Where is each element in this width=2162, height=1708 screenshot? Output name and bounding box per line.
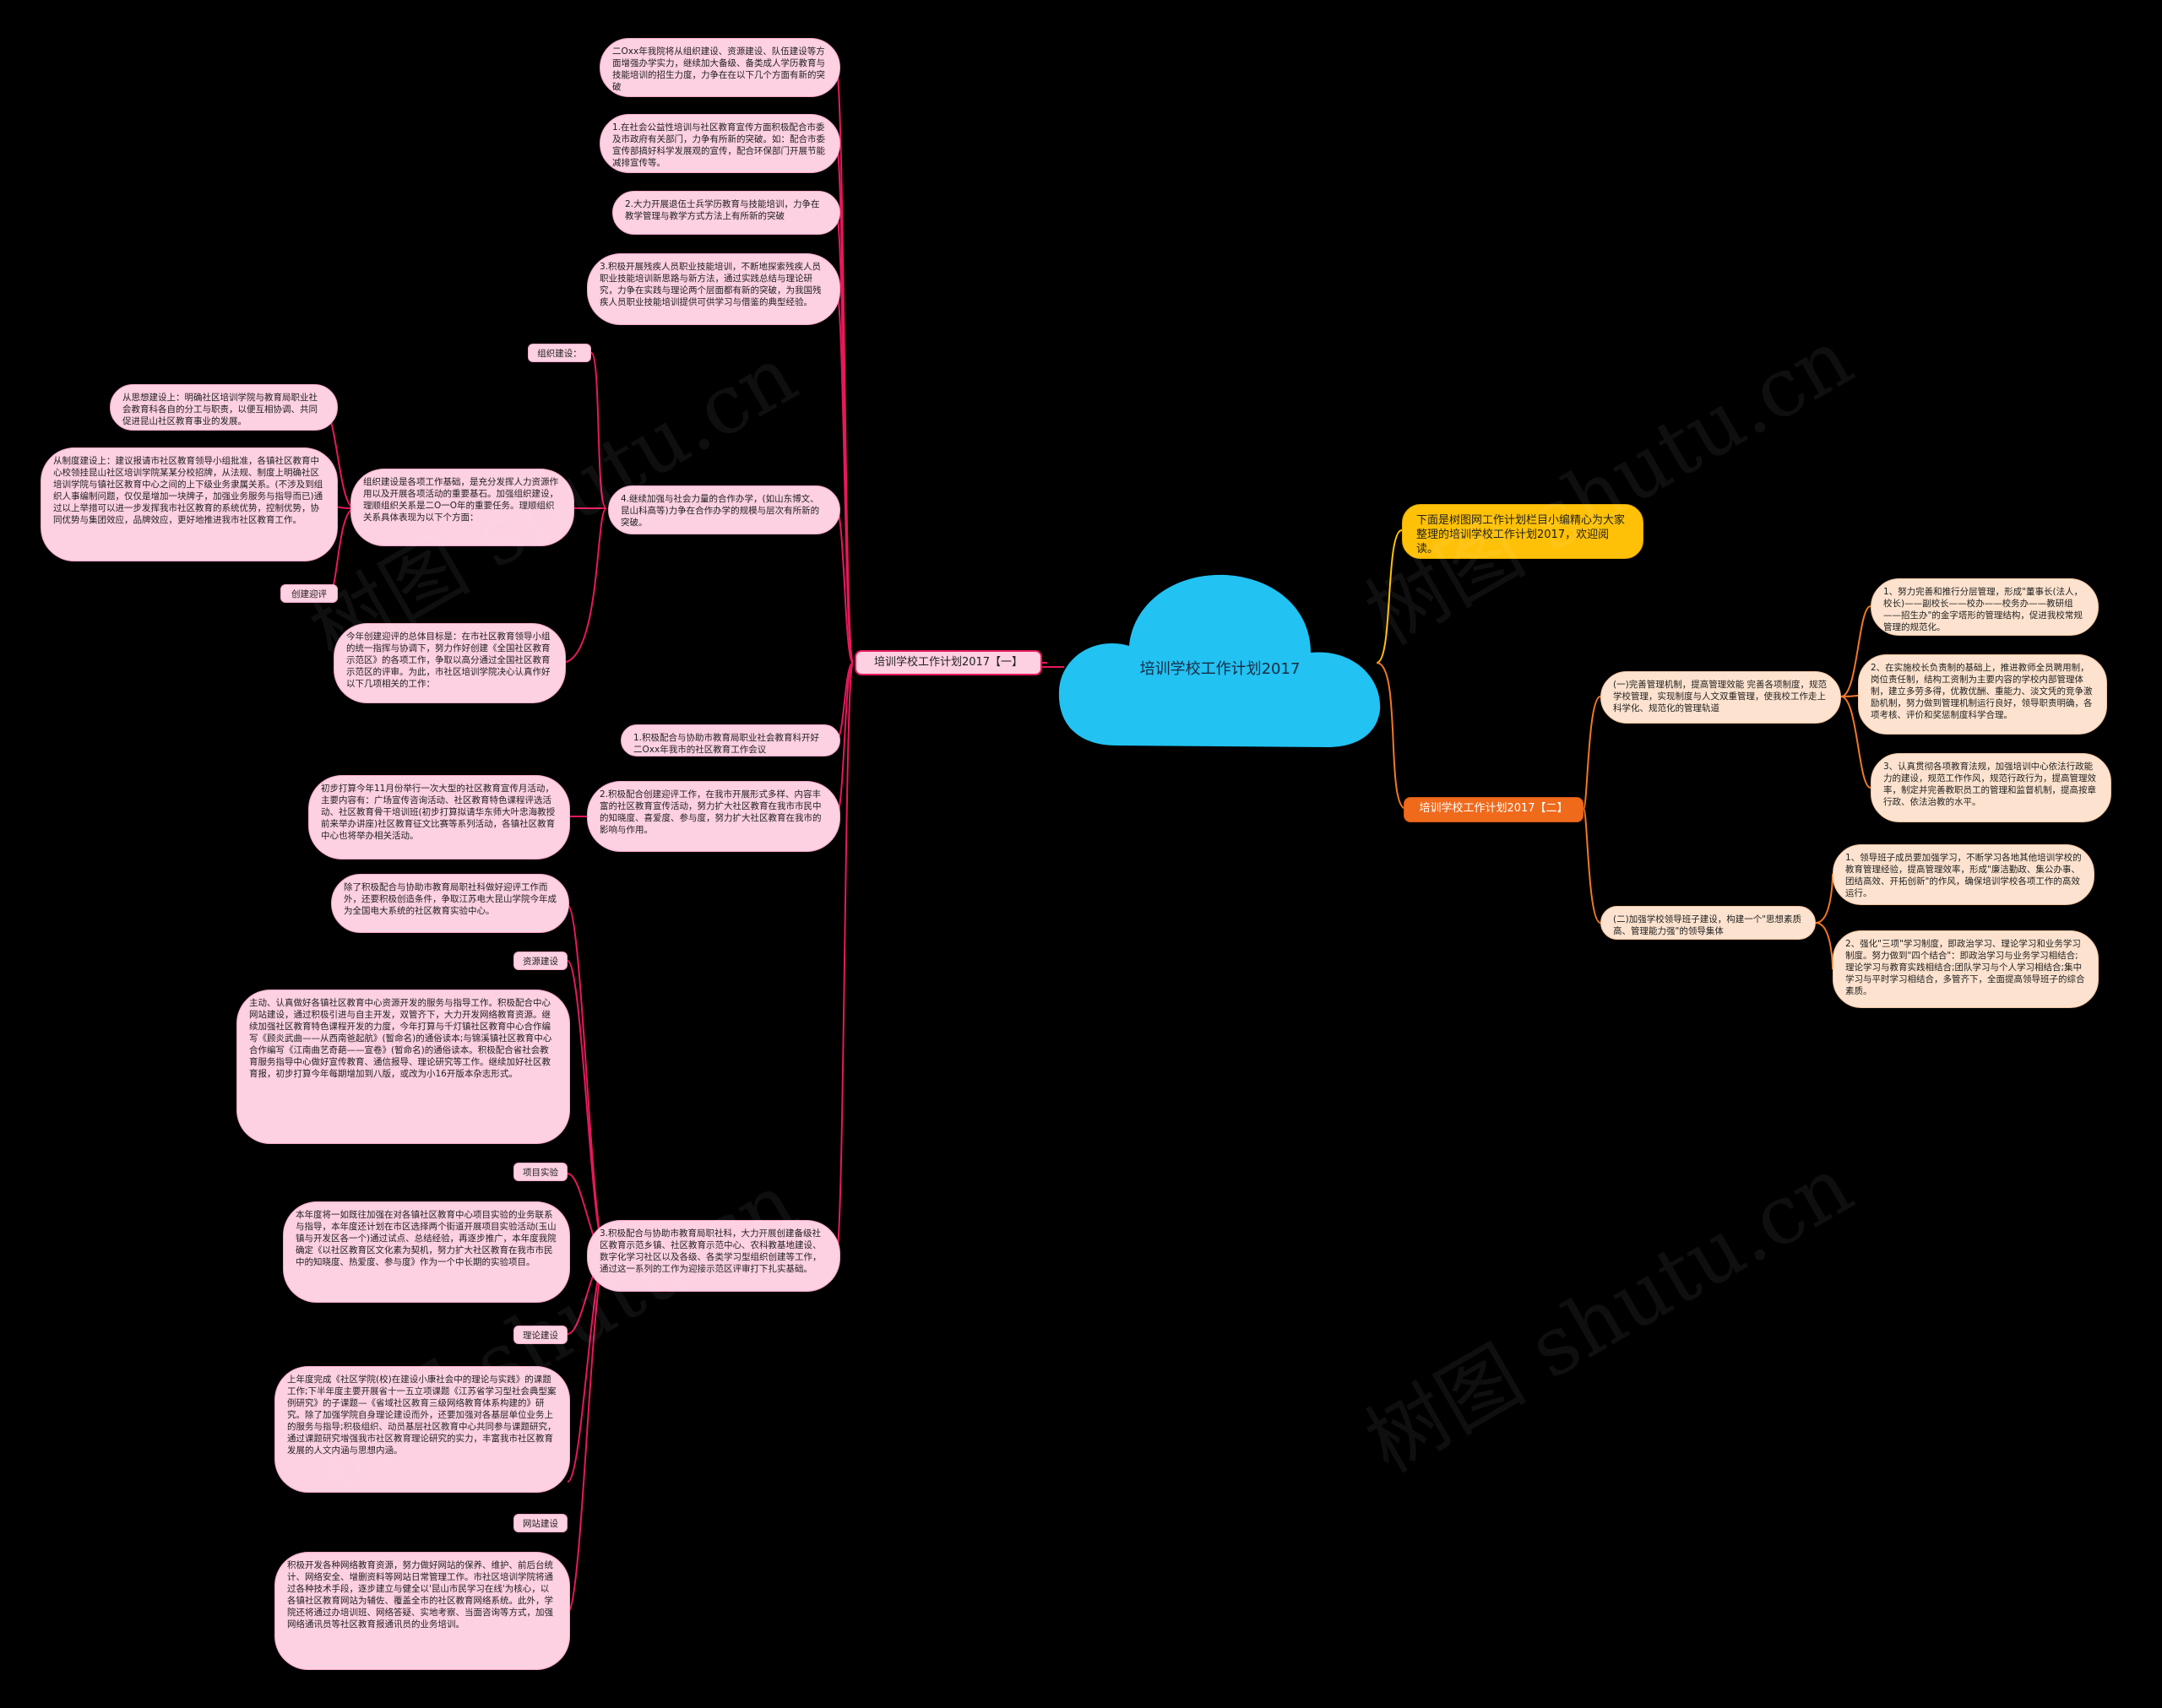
b1-task-demonstration[interactable]: 3.积极配合与协助市教育局职社科，大力开展创建备级社区教育示范乡镇、社区教育示范… (587, 1220, 840, 1292)
root-title: 培训学校工作计划2017 (1139, 660, 1301, 678)
b1-task-publicity-detail[interactable]: 初步打算今年11月份举行一次大型的社区教育宣传月活动，主要内容有：广场宣传咨询活… (308, 775, 570, 859)
website-label[interactable]: 网站建设 (513, 1514, 568, 1532)
theory-label[interactable]: 理论建设 (513, 1326, 568, 1344)
resource-label[interactable]: 资源建设 (513, 952, 568, 970)
org-build-text[interactable]: 组织建设是各项工作基础，是充分发挥人力资源作用以及开展各项活动的重要基石。加强组… (350, 469, 574, 546)
b2-mid-management[interactable]: (一)完善管理机制，提高管理效能 完善各项制度，规范学校管理，实现制度与人文双重… (1600, 671, 1841, 724)
b1-topic-veterans[interactable]: 2.大力开展退伍士兵学历教育与技能培训，力争在教学管理与教学方式方法上有所新的突… (612, 191, 840, 235)
create-eval-label[interactable]: 创建迎评 (280, 584, 338, 603)
cloud-shape (1058, 574, 1381, 747)
b1-task-conference[interactable]: 1.积极配合与协助市教育局职业社会教育科开好二Oxx年我市的社区教育工作会议 (621, 724, 840, 756)
project-label[interactable]: 项目实验 (513, 1163, 568, 1181)
b1-topic-publicity[interactable]: 1.在社会公益性培训与社区教育宣传方面积极配合市委及市政府有关部门，力争有所新的… (600, 114, 840, 173)
website-text[interactable]: 积极开发各种网络教育资源，努力做好网站的保养、维护、前后台统计、网络安全、增删资… (274, 1552, 570, 1670)
create-eval-text[interactable]: 今年创建迎评的总体目标是：在市社区教育领导小组的统一指挥与协调下，努力作好创建《… (334, 623, 566, 703)
org-ideology-text[interactable]: 从思想建设上：明确社区培训学院与教育局职业社会教育科各自的分工与职责，以便互相协… (110, 384, 338, 431)
project-text[interactable]: 本年度将一如既往加强在对各镇社区教育中心项目实验的业务联系与指导，本年度还计划在… (283, 1201, 570, 1303)
b2-item-leader-study[interactable]: 1、领导班子成员要加强学习，不断学习各地其他培训学校的教育管理经验，提高管理效率… (1833, 844, 2094, 905)
b2-item-layered-management[interactable]: 1、努力完善和推行分层管理，形成"董事长(法人，校长)——副校长——校办——校务… (1871, 578, 2099, 636)
b1-topic-cooperation[interactable]: 4.继续加强与社会力量的合作办学，(如山东博文、昆山科高等)力争在合作办学的规模… (608, 485, 840, 534)
b1-task-publicity[interactable]: 2.积极配合创建迎评工作，在我市开展形式多样、内容丰富的社区教育宣传活动，努力扩… (587, 781, 840, 852)
org-build-label[interactable]: 组织建设： (528, 344, 591, 362)
root-cloud[interactable]: 培训学校工作计划2017 (1057, 568, 1382, 756)
theory-text[interactable]: 上年度完成《社区学院(校)在建设小康社会中的理论与实践》的课题工作;下半年度主要… (274, 1366, 570, 1493)
b2-item-principal-responsibility[interactable]: 2、在实施校长负责制的基础上，推进教师全员聘用制，岗位责任制，结构工资制为主要内… (1858, 654, 2107, 735)
b2-mid-leadership[interactable]: (二)加强学校领导班子建设，构建一个"思想素质高、管理能力强"的领导集体 (1600, 906, 1816, 940)
b2-item-three-systems[interactable]: 2、强化"三项"学习制度，即政治学习、理论学习和业务学习制度。努力做到"四个结合… (1833, 930, 2099, 1008)
org-system-text[interactable]: 从制度建设上：建议报请市社区教育领导小组批准，各镇社区教育中心校领挂昆山社区培训… (41, 447, 338, 561)
b1-task-experiment-center[interactable]: 除了积极配合与协助市教育局职社科做好迎评工作而外，还要积极创造条件，争取江苏电大… (331, 874, 569, 933)
branch-2-label[interactable]: 培训学校工作计划2017【二】 (1404, 797, 1583, 822)
intro-node[interactable]: 下面是树图网工作计划栏目小编精心为大家整理的培训学校工作计划2017，欢迎阅读。 (1402, 504, 1643, 559)
b2-item-regulations[interactable]: 3、认真贯彻各项教育法规，加强培训中心依法行政能力的建设，规范工作作风，规范行政… (1871, 753, 2111, 822)
b1-topic-disabled[interactable]: 3.积极开展残疾人员职业技能培训，不断地探索残疾人员职业技能培训新思路与新方法，… (587, 253, 840, 325)
branch-1-label[interactable]: 培训学校工作计划2017【一】 (855, 650, 1042, 675)
resource-text[interactable]: 主动、认真做好各镇社区教育中心资源开发的服务与指导工作。积极配合中心网站建设，通… (236, 990, 570, 1144)
b1-topic-intro[interactable]: 二Oxx年我院将从组织建设、资源建设、队伍建设等方面增强办学实力，继续加大备级、… (600, 38, 840, 97)
